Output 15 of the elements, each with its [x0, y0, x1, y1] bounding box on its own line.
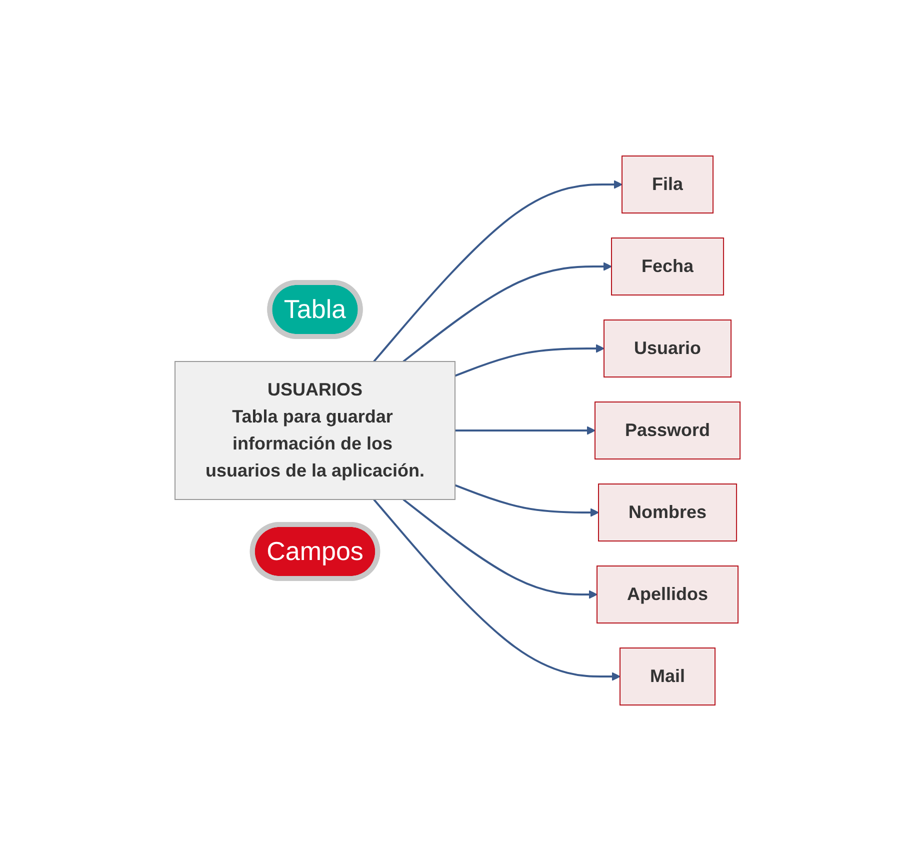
node-box: Fecha — [610, 237, 724, 295]
node-box: Fila — [621, 155, 714, 213]
arrow — [402, 498, 598, 598]
arrow — [373, 498, 620, 680]
node-box: Apellidos — [596, 565, 738, 623]
node-box: Nombres — [598, 483, 737, 541]
arrow — [454, 344, 604, 376]
arrow — [454, 426, 596, 434]
node-box: Usuario — [603, 319, 732, 377]
arrow — [402, 262, 612, 362]
node-box: USUARIOS Tabla para guardar información de los usuarios de la aplicación. — [174, 360, 456, 500]
arrow — [454, 484, 599, 516]
node-box: Password — [594, 401, 741, 459]
arrow — [373, 180, 622, 362]
node-box: Mail — [619, 647, 716, 705]
